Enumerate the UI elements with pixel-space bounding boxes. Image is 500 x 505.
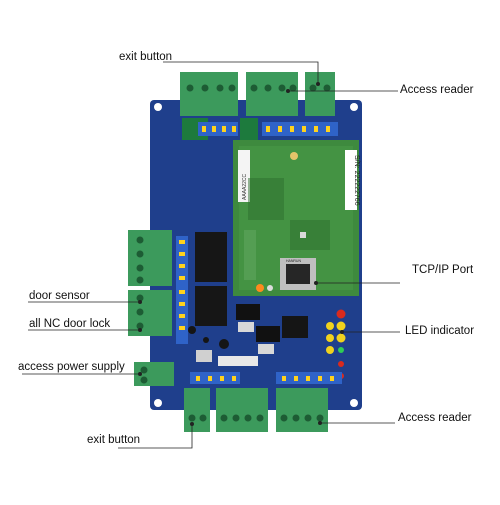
label-nc-door-lock: all NC door lock [29,318,111,330]
callout-dots [138,82,344,426]
left-terminal-blocks [128,230,174,386]
relays [195,232,227,326]
callout-exit-button-top [163,61,319,84]
label-tcp-ip-port: TCP/IP Port [412,264,474,276]
crystal [196,350,212,362]
callout-lines [22,61,400,449]
network-module [233,140,359,296]
label-access-power-supply: access power supply [18,361,125,373]
chip [282,316,308,338]
label-exit-button-top: exit button [119,51,173,63]
header-pins [218,356,258,366]
label-exit-button-bottom: exit button [87,434,141,446]
callout-exit-button-bottom [118,424,193,449]
mount-hole [350,103,358,111]
jack-text: HANRUN [286,259,301,263]
label-door-sensor: door sensor [29,290,90,302]
serial-label: S/N: 222222766 [353,155,360,206]
capacitors [188,326,229,349]
label-access-reader-bottom: Access reader [398,412,472,424]
top-screw-strip [198,122,338,136]
mount-hole [154,399,162,407]
bottom-screw-strip [190,372,342,384]
mount-hole [154,103,162,111]
bottom-terminal-blocks [184,388,328,432]
label-led-indicator: LED indicator [405,325,475,337]
mount-hole [350,399,358,407]
label-access-reader-top: Access reader [400,84,474,96]
module-sticker: AAAA22CC [242,173,248,200]
regulators [236,304,280,354]
